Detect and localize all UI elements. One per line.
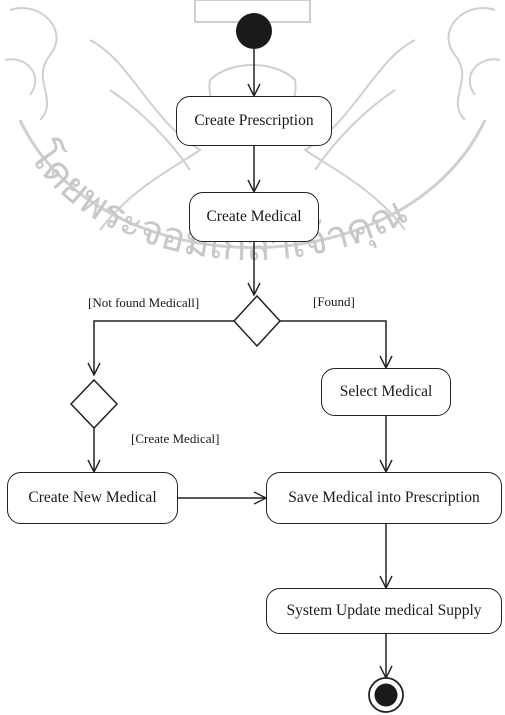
create-medical-label: Create Medical [206,208,302,226]
watermark-naga-right [303,39,416,231]
watermark-flame-left [4,7,58,121]
create-prescription-label: Create Prescription [194,112,314,130]
guard-found: [Found] [313,294,355,309]
watermark-seal-arc [18,119,487,249]
system-update-label: System Update medical Supply [286,602,482,620]
select-medical-action: Select Medical [321,368,451,416]
watermark-naga-left [89,39,202,231]
initial-node [236,13,272,49]
create-new-medical-label: Create New Medical [28,489,157,507]
watermark-flame-right [447,7,501,121]
create-prescription-action: Create Prescription [176,96,332,146]
guard-not-found: [Not found Medicall] [88,295,200,310]
flow-not-found-branch [94,320,234,375]
system-update-action: System Update medical Supply [266,588,502,634]
create-medical-action: Create Medical [189,192,319,242]
save-medical-label: Save Medical into Prescription [288,489,480,507]
guard-create-medical: [Create Medical] [131,431,220,446]
final-node-core [374,683,398,707]
decision-found-diamond [232,294,282,348]
flow-found-branch [280,320,386,368]
save-medical-action: Save Medical into Prescription [266,472,502,524]
decision-create-diamond [69,378,119,430]
select-medical-label: Select Medical [339,383,433,401]
create-new-medical-action: Create New Medical [7,472,178,524]
